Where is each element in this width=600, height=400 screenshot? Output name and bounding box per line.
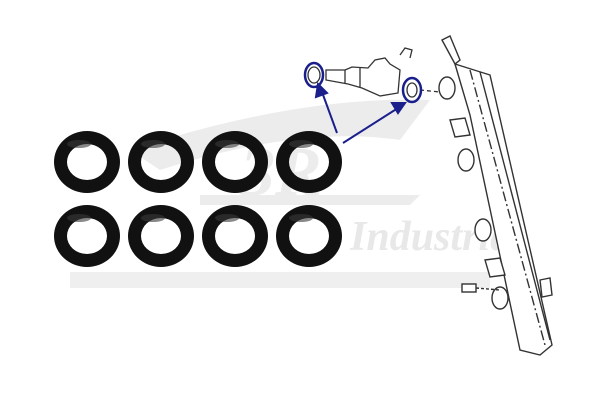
oring	[128, 205, 194, 267]
oring	[54, 205, 120, 267]
oring	[276, 205, 342, 267]
oring-highlight	[215, 140, 239, 148]
oring-highlight	[289, 140, 313, 148]
oring-highlight	[67, 214, 91, 222]
highlight-ring	[303, 61, 423, 104]
fuel-rail-drawing	[438, 35, 553, 356]
oring-highlight	[141, 214, 165, 222]
oring-highlight	[215, 214, 239, 222]
oring-highlight	[141, 140, 165, 148]
oring	[201, 130, 268, 194]
oring-grid	[54, 130, 342, 268]
oring-highlight	[67, 140, 91, 148]
arrow-icon	[314, 81, 407, 144]
oring	[54, 131, 120, 193]
oring	[201, 204, 268, 268]
oring-highlight	[289, 214, 313, 222]
injector-drawing	[307, 47, 441, 98]
